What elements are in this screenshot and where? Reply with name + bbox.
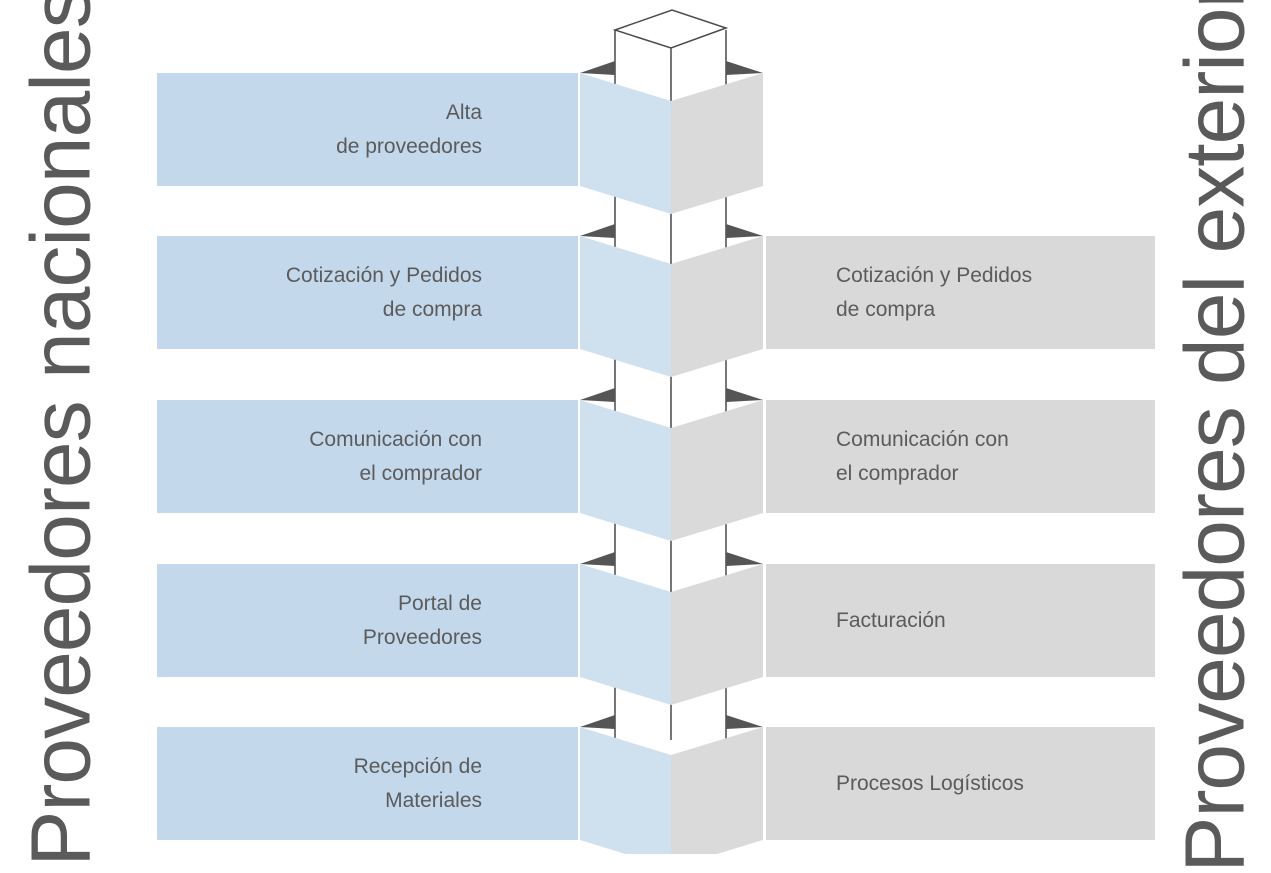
pillar-band (580, 715, 763, 854)
national-step-label-line2: Proveedores (362, 625, 482, 649)
band-face-exterior (671, 400, 763, 541)
band-shadow-left (580, 388, 615, 402)
national-step-label-line1: Portal de (397, 591, 482, 615)
band-shadow-right (726, 552, 763, 566)
band-shadow-right (726, 388, 763, 402)
band-face-national (580, 73, 671, 214)
pillar-band (580, 61, 763, 214)
band-face-national (580, 236, 671, 377)
pillar-band (580, 224, 763, 377)
foreign-step-label: Procesos Logísticos (836, 771, 1024, 795)
band-face-exterior (671, 236, 763, 377)
pillar-band (580, 388, 763, 541)
national-step-label-line1: Recepción de (353, 754, 482, 778)
foreign-step-logistica: Procesos Logísticos (766, 727, 1155, 840)
band-face-exterior (671, 564, 763, 705)
foreign-step-cotizacion: Cotización y Pedidos de compra (766, 236, 1155, 349)
band-shadow-right (726, 715, 763, 729)
national-step-label-line2: Materiales (385, 788, 482, 812)
foreign-step-label-line1: Comunicación con (836, 427, 1009, 451)
pillar-top-cube (612, 9, 729, 49)
band-shadow-left (580, 715, 615, 729)
band-face-national (580, 400, 671, 541)
band-shadow-left (580, 61, 615, 75)
pillar-diagram (580, 9, 763, 854)
band-shadow-left (580, 224, 615, 238)
band-shadow-right (726, 224, 763, 238)
band-face-national (580, 727, 671, 854)
national-step-label-line2: de compra (382, 297, 482, 321)
foreign-step-comunicacion: Comunicación con el comprador (766, 400, 1155, 513)
national-step-cotizacion: Cotización y Pedidos de compra (157, 236, 578, 349)
band-shadow-left (580, 552, 615, 566)
band-face-exterior (671, 727, 763, 854)
foreign-step-label: Facturación (836, 608, 946, 632)
national-step-label-line1: Alta (445, 100, 482, 124)
national-step-label-line2: de proveedores (336, 134, 482, 158)
band-face-exterior (671, 73, 763, 214)
foreign-step-label-line2: de compra (836, 297, 936, 321)
national-step-portal: Portal de Proveedores (157, 564, 578, 677)
foreign-step-label-line1: Cotización y Pedidos (836, 263, 1033, 287)
national-step-recepcion: Recepción de Materiales (157, 727, 578, 840)
national-step-label-line1: Comunicación con (309, 427, 482, 451)
band-shadow-right (726, 61, 763, 75)
pillar-bands (580, 61, 763, 854)
foreign-step-facturacion: Facturación (766, 564, 1155, 677)
national-step-label-line2: el comprador (359, 461, 482, 485)
band-face-national (580, 564, 671, 705)
national-step-comunicacion: Comunicación con el comprador (157, 400, 578, 513)
pillar-top-face (612, 9, 729, 49)
pillar-band (580, 552, 763, 705)
national-step-label-line1: Cotización y Pedidos (285, 263, 482, 287)
national-step-alta-proveedores: Alta de proveedores (157, 73, 578, 186)
foreign-step-label-line2: el comprador (836, 461, 959, 485)
